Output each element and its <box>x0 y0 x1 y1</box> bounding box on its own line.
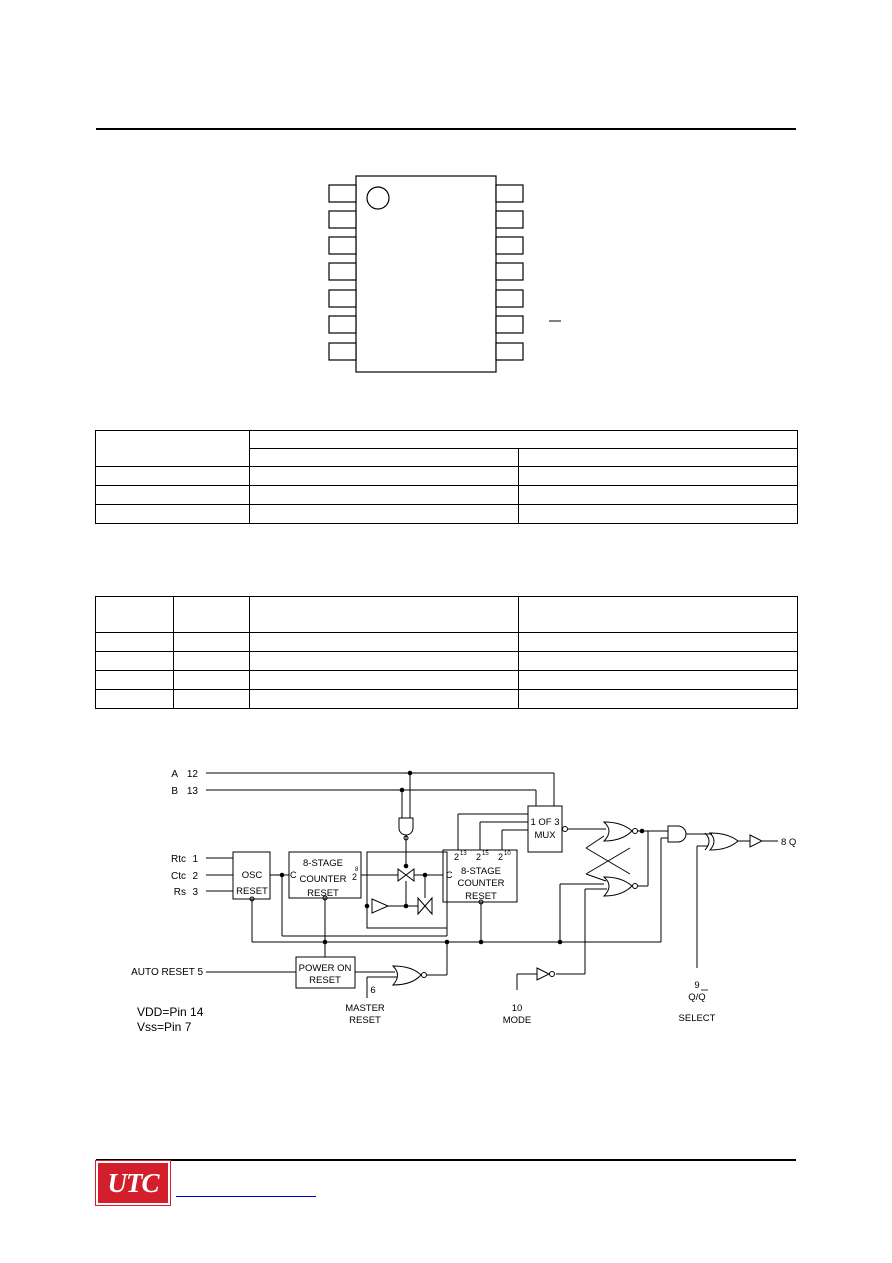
table-cell <box>173 651 250 671</box>
table-cell <box>518 632 798 652</box>
counter2-tap-2: 2 <box>476 852 481 862</box>
vss-note: Vss=Pin 7 <box>137 1020 192 1034</box>
input-ctc-pin: 2 <box>192 871 198 882</box>
counter-tap-exp: 8 <box>355 867 359 873</box>
input-ctc-label: Ctc <box>171 871 186 882</box>
mode-label: MODE <box>503 1015 532 1026</box>
table-cell <box>518 485 798 505</box>
table-cell <box>249 670 519 690</box>
input-a-pin: 12 <box>187 769 199 780</box>
counter2-tap-1: 2 <box>454 852 459 862</box>
table-cell <box>518 651 798 671</box>
pin-description-table <box>95 596 798 709</box>
input-rtc-label: Rtc <box>171 854 186 865</box>
footer-rule <box>96 1159 796 1161</box>
table-cell <box>249 448 519 467</box>
counter-clock-label: C <box>290 870 297 880</box>
select-label: SELECT <box>679 1013 716 1024</box>
table-cell <box>249 632 519 652</box>
table-cell <box>249 651 519 671</box>
mux-block-label: 1 OF 3 <box>530 817 559 828</box>
table-cell <box>95 485 250 505</box>
input-rs-label: Rs <box>174 887 186 898</box>
table-cell <box>95 670 174 690</box>
table-cell <box>173 596 250 633</box>
counter2-block-label-2: COUNTER <box>458 878 505 889</box>
table-cell <box>249 689 519 709</box>
table-cell <box>249 466 519 486</box>
osc-block-label: OSC <box>242 870 263 881</box>
vdd-note: VDD=Pin 14 <box>137 1005 204 1019</box>
pin-configuration <box>328 175 561 373</box>
mux-block-label-2: MUX <box>534 830 556 841</box>
table-cell <box>518 504 798 524</box>
table-cell <box>518 670 798 690</box>
block-diagram: A 12 B 13 Rtc 1 Ctc 2 Rs 3 AUTO RESET 5 … <box>131 769 796 1034</box>
auto-reset-label: AUTO RESET 5 <box>131 967 203 978</box>
table-cell <box>95 689 174 709</box>
table-cell <box>95 632 174 652</box>
table-cell <box>249 430 798 449</box>
counter-block-label: 8-STAGE <box>303 858 343 869</box>
master-reset-pin: 6 <box>370 985 375 996</box>
power-on-block-reset-label: RESET <box>309 975 341 986</box>
counter2-tap-3: 2 <box>498 852 503 862</box>
counter2-tap-1-exp: 13 <box>460 851 467 857</box>
table-cell <box>518 448 798 467</box>
table-cell <box>518 596 798 633</box>
table-cell <box>95 504 250 524</box>
table-cell <box>249 596 519 633</box>
table-cell <box>173 670 250 690</box>
table-cell <box>95 651 174 671</box>
counter2-tap-2-exp: 15 <box>482 851 489 857</box>
header-rule <box>96 128 796 130</box>
input-rs-pin: 3 <box>192 887 198 898</box>
website-link-underline[interactable] <box>176 1196 316 1197</box>
counter-tap-label: 2 <box>352 872 357 882</box>
counter2-clock-label: C <box>446 870 453 880</box>
counter-block-label-2: COUNTER <box>300 874 347 885</box>
table-cell <box>518 466 798 486</box>
counter2-block-label: 8-STAGE <box>461 866 501 877</box>
osc-block-reset-label: RESET <box>236 886 268 897</box>
table-cell <box>249 504 519 524</box>
table-cell <box>518 689 798 709</box>
select-q-label: Q/Q <box>688 992 705 1003</box>
utc-logo: UTC <box>95 1160 171 1206</box>
counter2-tap-3-exp: 10 <box>504 851 511 857</box>
table-cell <box>173 689 250 709</box>
input-b-label: B <box>171 786 178 797</box>
counter2-block-reset-label: RESET <box>465 891 497 902</box>
input-a-label: A <box>171 769 178 780</box>
table-cell <box>95 596 174 633</box>
table-cell <box>249 485 519 505</box>
table-cell <box>173 632 250 652</box>
counter-block-reset-label: RESET <box>307 888 339 899</box>
select-pin: 9 <box>694 980 699 991</box>
input-rtc-pin: 1 <box>192 854 198 865</box>
input-b-pin: 13 <box>187 786 199 797</box>
output-label: 8 Q <box>781 837 796 848</box>
table-cell <box>95 430 250 467</box>
power-on-block-label: POWER ON <box>299 963 352 974</box>
master-reset-label: MASTER <box>345 1003 385 1014</box>
ordering-table <box>95 430 798 524</box>
mode-pin: 10 <box>512 1003 523 1014</box>
master-reset-label-2: RESET <box>349 1015 381 1026</box>
table-cell <box>95 466 250 486</box>
